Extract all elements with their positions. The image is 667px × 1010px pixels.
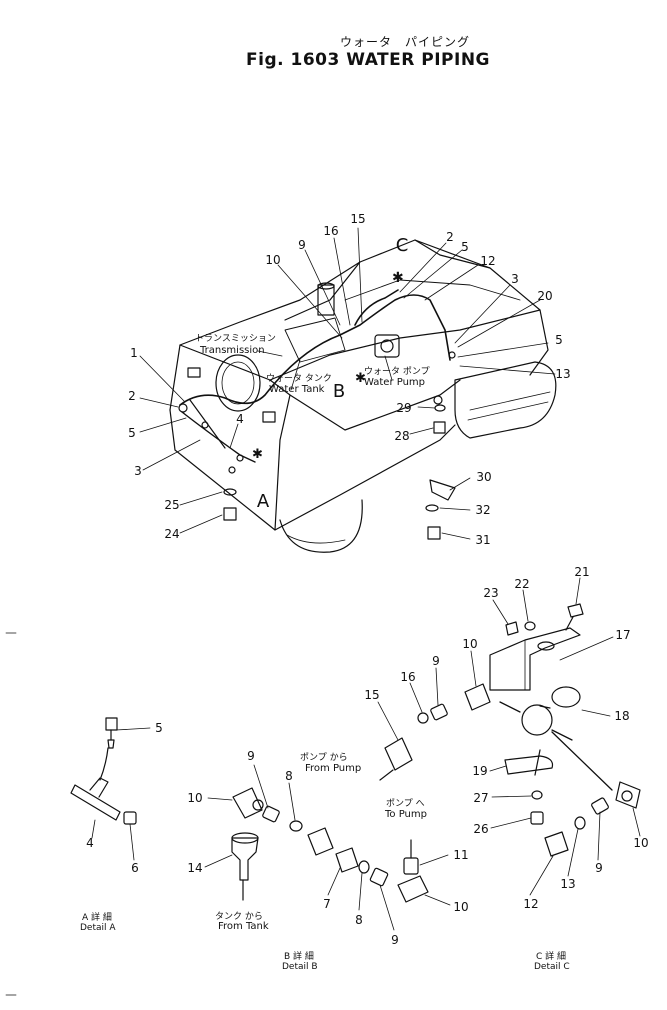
callout-8: 8 (355, 913, 363, 927)
detail-c-drawing (489, 577, 641, 896)
callout-4: 4 (86, 836, 94, 850)
callout-9: 9 (432, 654, 440, 668)
view-letter-b: B (332, 381, 346, 402)
detail-a-caption: Detail A (80, 923, 116, 933)
callout-20: 20 (537, 289, 553, 303)
roller-machine-body: ✱ ✱ ✱ (169, 239, 557, 553)
callout-5: 5 (128, 426, 136, 440)
transmission-label-jp: トランスミッション (195, 334, 276, 344)
view-letter-a: A (256, 491, 270, 512)
detail-b-drawing (204, 650, 491, 931)
callout-8: 8 (285, 769, 293, 783)
callout-2: 2 (128, 389, 136, 403)
callout-9: 9 (247, 749, 255, 763)
to-pump-label: To Pump (385, 809, 427, 820)
callout-22: 22 (514, 577, 530, 591)
callout-15: 15 (350, 212, 366, 226)
callout-11: 11 (453, 848, 469, 862)
callout-5: 5 (155, 721, 163, 735)
callout-27: 27 (473, 791, 489, 805)
callout-5: 5 (461, 240, 469, 254)
callout-4: 4 (236, 412, 244, 426)
callout-13: 13 (560, 877, 576, 891)
callout-32: 32 (475, 503, 491, 517)
callout-9: 9 (298, 238, 306, 252)
callout-12: 12 (523, 897, 539, 911)
from-tank-label-jp: タンク から (215, 912, 263, 922)
callout-13: 13 (555, 367, 571, 381)
svg-text:✱: ✱ (392, 270, 404, 286)
callout-10: 10 (265, 253, 281, 267)
water-tank-label-jp: ウォータ タンク (266, 374, 332, 384)
water-pump-label-jp: ウォータ ポンプ (364, 367, 430, 377)
callout-29: 29 (396, 401, 412, 415)
callout-16: 16 (400, 670, 416, 684)
callout-23: 23 (483, 586, 499, 600)
from-pump-label: From Pump (305, 763, 362, 774)
to-pump-label-jp: ポンプ へ (386, 799, 425, 809)
callout-19: 19 (472, 764, 488, 778)
from-tank-label: From Tank (218, 921, 269, 932)
figure-title: Fig. 1603 WATER PIPING (246, 50, 491, 70)
callout-10: 10 (633, 836, 649, 850)
detail-b-caption: Detail B (282, 962, 318, 972)
detail-a-drawing (70, 717, 151, 861)
callout-26: 26 (473, 822, 489, 836)
callout-7: 7 (323, 897, 331, 911)
svg-text:✱: ✱ (252, 447, 263, 462)
callout-28: 28 (394, 429, 410, 443)
callout-17: 17 (615, 628, 631, 642)
callout-10: 10 (462, 637, 478, 651)
transmission-label: Transmission (200, 345, 265, 356)
callout-3: 3 (511, 272, 519, 286)
water-tank-label: Water Tank (269, 384, 325, 395)
callout-12: 12 (480, 254, 496, 268)
title-japanese: ウォータ パイピング (340, 35, 471, 49)
callout-16: 16 (323, 224, 339, 238)
callout-25: 25 (164, 498, 180, 512)
callout-6: 6 (131, 861, 139, 875)
callout-15: 15 (364, 688, 380, 702)
water-pump-label: Water Pump (364, 377, 426, 388)
detail-b-caption-jp: B 詳 細 (284, 952, 314, 962)
callout-3: 3 (134, 464, 142, 478)
callout-14: 14 (187, 861, 203, 875)
leader-lines-machine (139, 227, 556, 540)
callout-10: 10 (453, 900, 469, 914)
svg-text:✱: ✱ (355, 371, 366, 386)
callout-5: 5 (555, 333, 563, 347)
callout-9: 9 (595, 861, 603, 875)
detail-a-caption-jp: A 詳 細 (82, 913, 112, 923)
callout-21: 21 (574, 565, 590, 579)
detail-c-caption: Detail C (534, 962, 570, 972)
callout-10: 10 (187, 791, 203, 805)
callout-9: 9 (391, 933, 399, 947)
view-letter-c: C (395, 235, 409, 256)
from-pump-label-jp: ポンプ から (300, 753, 348, 763)
callout-2: 2 (446, 230, 454, 244)
callout-1: 1 (130, 346, 138, 360)
callout-24: 24 (164, 527, 180, 541)
callout-18: 18 (614, 709, 630, 723)
detail-c-caption-jp: C 詳 細 (536, 952, 567, 962)
callout-31: 31 (475, 533, 491, 547)
callout-30: 30 (476, 470, 492, 484)
